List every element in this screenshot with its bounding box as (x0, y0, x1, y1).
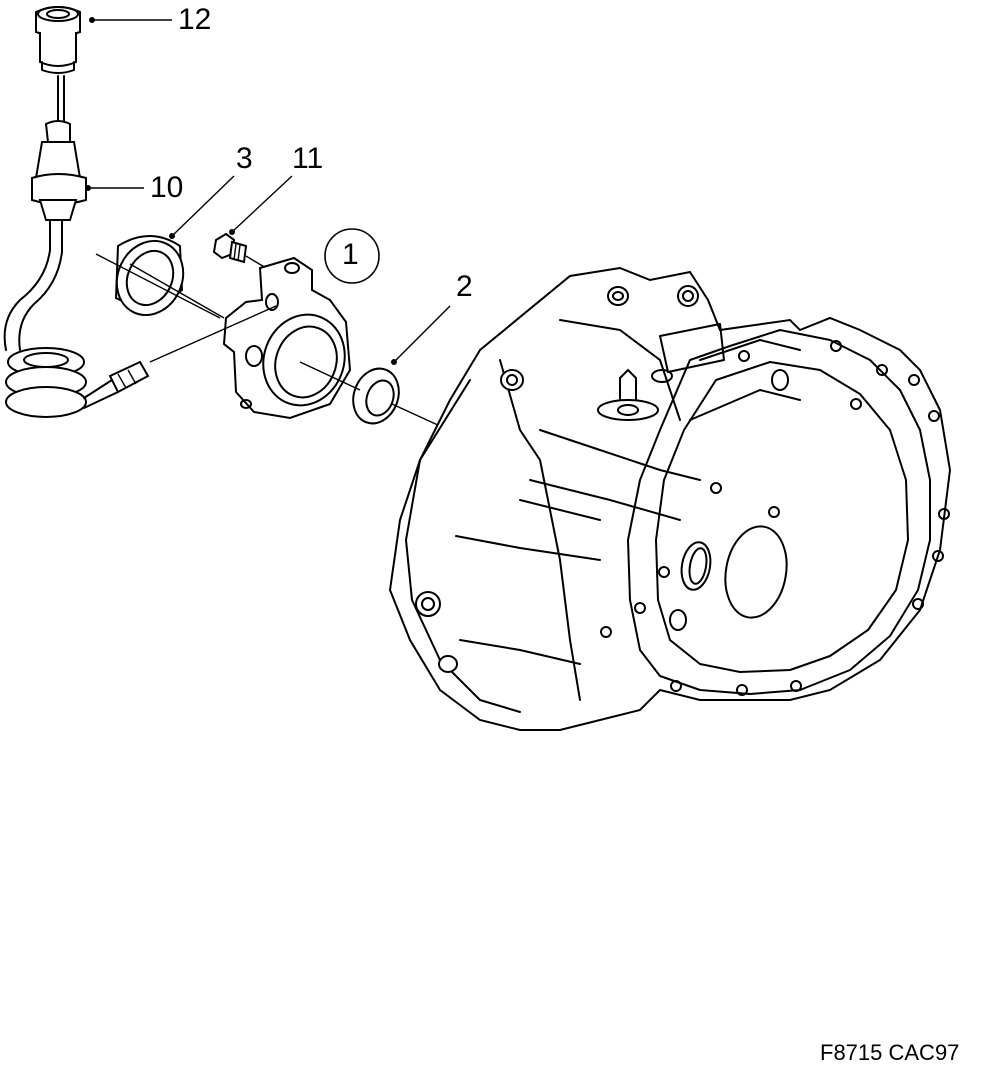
callout-11: 11 (292, 142, 324, 175)
figure-code: F8715 CAC97 (820, 1040, 960, 1065)
part-10-fitting-pipe (3, 120, 150, 418)
callout-3: 3 (236, 142, 253, 175)
callout-2: 2 (456, 270, 473, 303)
leader-lines (85, 17, 451, 365)
callout-12: 12 (178, 3, 212, 36)
part-1-slave-cylinder (129, 256, 352, 420)
part-3-seal (95, 235, 221, 319)
callout-10: 10 (150, 171, 184, 204)
part-12-connector (35, 6, 81, 123)
gearbox-housing (388, 266, 952, 731)
callout-1: 1 (342, 238, 359, 271)
part-11-bolt (212, 232, 267, 269)
